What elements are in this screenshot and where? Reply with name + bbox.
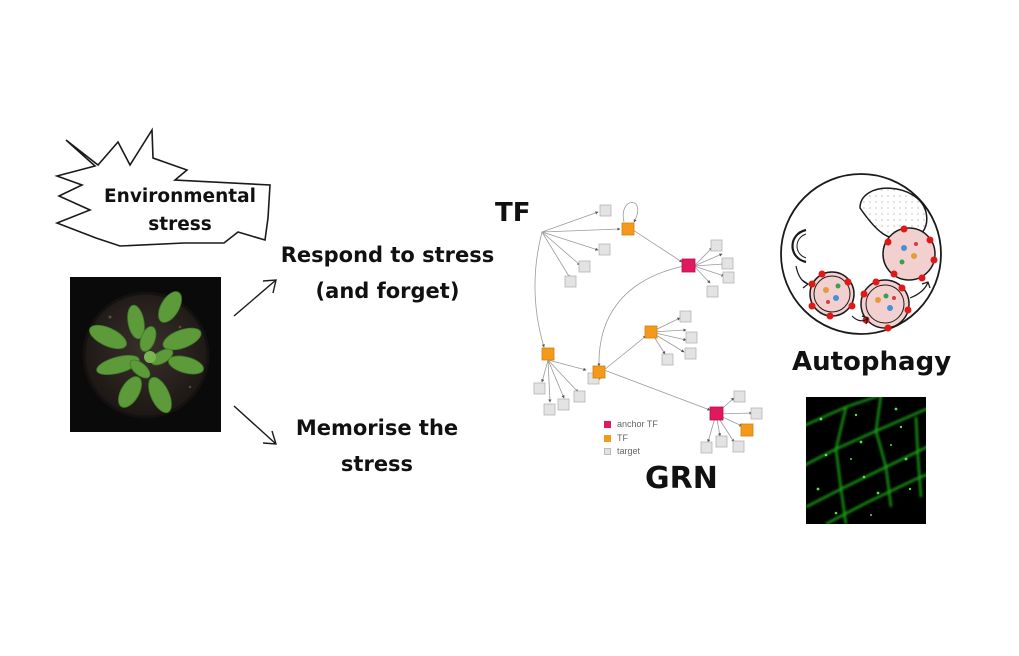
legend-anchor-tf: anchor TF (604, 419, 658, 429)
autophagy-cell-icon (780, 173, 942, 335)
legend-swatch (604, 448, 611, 455)
plant-photo (70, 277, 221, 432)
legend-label: anchor TF (617, 419, 658, 429)
tf-label: TF (495, 198, 531, 228)
stress-line-1: Environmental (104, 186, 256, 207)
legend-label: TF (617, 433, 628, 443)
grn-label: GRN (645, 461, 718, 496)
memorise-line-1: Memorise the (295, 416, 459, 440)
respond-line-2: (and forget) (315, 279, 460, 303)
legend-target: target (604, 446, 640, 456)
autophagy-label: Autophagy (792, 347, 952, 377)
legend-tf: TF (604, 433, 628, 443)
respond-line-1: Respond to stress (280, 243, 495, 267)
legend-swatch (604, 435, 611, 442)
legend-label: target (617, 446, 641, 456)
stress-line-2: stress (148, 214, 212, 235)
memorise-line-2: stress (340, 452, 414, 476)
memorise-label: Memorise the stress (282, 410, 472, 482)
fluorescence-micrograph (806, 397, 926, 524)
environmental-stress-label: Environmental stress (95, 183, 265, 239)
legend-swatch (604, 421, 611, 428)
respond-label: Respond to stress (and forget) (280, 237, 495, 309)
